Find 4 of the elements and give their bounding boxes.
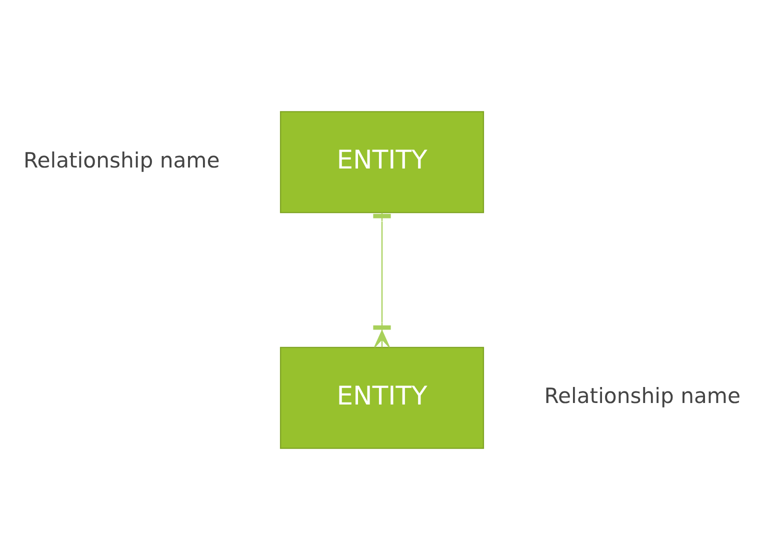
- label: Relationship name: [544, 383, 740, 408]
- node-box: ENTITY: [280, 346, 484, 449]
- label: Relationship name: [24, 147, 220, 172]
- node-box: ENTITY: [280, 111, 484, 214]
